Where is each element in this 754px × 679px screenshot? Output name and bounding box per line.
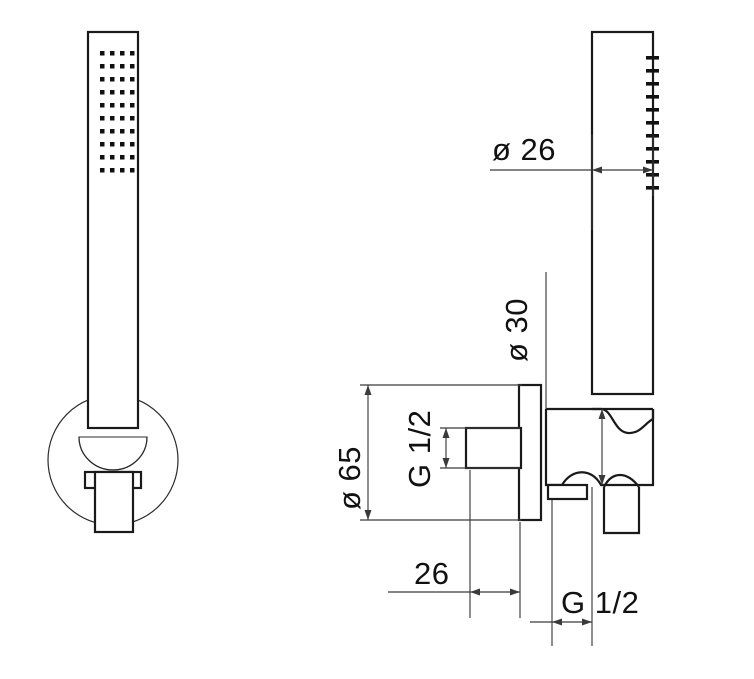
dimension-dia-30: ø 30	[499, 272, 606, 485]
side-view	[464, 30, 659, 535]
dim-g12-vertical-arrow-top	[442, 428, 450, 438]
front-holder-cradle-outline	[78, 436, 148, 471]
side-handle-lower-contour	[603, 473, 640, 488]
dimension-dia-26: ø 26	[490, 132, 654, 230]
front-view	[47, 30, 179, 534]
dim-dia-65-arrow-bottom	[364, 510, 372, 520]
dim-dia-30-arrow-top	[598, 409, 606, 419]
dimension-depth-26: 26	[388, 470, 521, 618]
dimension-thread-g12-horizontal: G 1/2	[530, 487, 639, 646]
dim-dia-30-arrow-bottom	[598, 475, 606, 485]
dim-label-dia-26: ø 26	[492, 132, 556, 167]
side-handle-lower-stub	[602, 487, 641, 535]
dim-g12-horizontal-arrow-left	[552, 618, 562, 626]
dim-g12-horizontal-arrow-right	[582, 618, 592, 626]
front-handle-stub	[93, 470, 135, 534]
holder-retaining-tab	[546, 483, 589, 501]
side-handshower-body	[590, 30, 655, 396]
dim-dia-26-arrow-left	[592, 166, 602, 174]
dim-label-dia-30: ø 30	[499, 298, 534, 362]
dim-label-g12-horizontal: G 1/2	[561, 585, 639, 620]
dim-depth-26-arrow-right	[510, 588, 520, 596]
dimension-thread-g12-vertical: G 1/2	[402, 410, 520, 488]
dim-g12-vertical-arrow-bottom	[442, 458, 450, 468]
dim-dia-26-arrow-right	[643, 166, 653, 174]
wall-flange-plate	[517, 383, 543, 522]
holder-bracket-cradle-curve	[561, 471, 604, 487]
dim-label-g12-vertical: G 1/2	[402, 410, 437, 488]
outlet-elbow-body	[464, 426, 523, 470]
front-handshower-body	[86, 30, 140, 430]
dim-dia-65-arrow-top	[364, 385, 372, 395]
holder-bracket-back-edge	[544, 409, 562, 487]
holder-bracket-outer-edge	[601, 409, 655, 487]
dim-label-dia-65: ø 65	[332, 446, 367, 510]
dim-label-depth-26: 26	[414, 556, 449, 591]
front-spray-hole-grid	[100, 51, 135, 173]
dimension-dia-65: ø 65	[332, 384, 522, 521]
side-handle-upper-contour	[592, 407, 655, 435]
dim-depth-26-arrow-left	[470, 588, 480, 596]
